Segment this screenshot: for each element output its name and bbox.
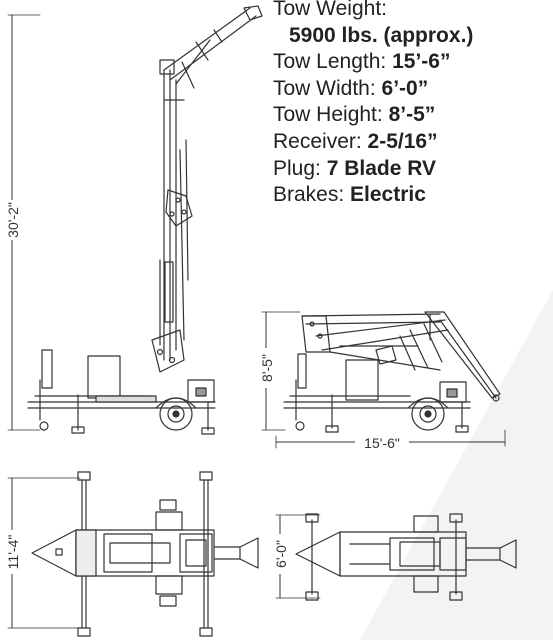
receiver-value: 2-5/16” [367, 129, 438, 153]
plug-value: 7 Blade RV [326, 156, 437, 180]
extended-side-view: 30'-2" [4, 5, 263, 435]
plug-row: Plug: 7 Blade RV [273, 156, 473, 183]
tow-length-row: Tow Length: 15’-6” [273, 49, 473, 76]
tow-length-label: Tow Length: [273, 50, 393, 74]
tow-width-value: 6’-0” [381, 76, 429, 100]
stowed-top-view: 6'-0" [272, 513, 517, 601]
brakes-row: Brakes: Electric [273, 182, 473, 209]
spec-list: Tow Weight: 5900 lbs. (approx.) Tow Leng… [273, 0, 473, 209]
stowed-width-label: 6'-0" [273, 540, 289, 568]
brakes-label: Brakes: [273, 183, 351, 207]
tow-height-label: Tow Height: [273, 103, 389, 127]
tow-length-value: 15’-6” [392, 50, 451, 74]
plug-label: Plug: [273, 156, 327, 180]
stowed-length-label: 15'-6" [364, 435, 400, 451]
extended-width-label: 11'-4" [5, 535, 21, 570]
tow-weight-value-row: 5900 lbs. (approx.) [273, 23, 473, 50]
extended-top-view: 11'-4" [4, 471, 259, 637]
tow-height-value: 8’-5” [388, 103, 436, 127]
brakes-value: Electric [350, 183, 426, 207]
receiver-label: Receiver: [273, 129, 368, 153]
tow-weight-label: Tow Weight: [273, 0, 387, 20]
stowed-height-label: 8'-5" [259, 354, 275, 382]
tow-width-row: Tow Width: 6’-0” [273, 76, 473, 103]
tow-weight-value: 5900 lbs. (approx.) [289, 23, 474, 47]
tow-height-row: Tow Height: 8’-5” [273, 102, 473, 129]
tow-width-label: Tow Width: [273, 76, 382, 100]
tow-weight-row: Tow Weight: [273, 0, 473, 23]
stowed-side-view: 8'-5" 15'-6" [258, 311, 506, 451]
receiver-row: Receiver: 2-5/16” [273, 129, 473, 156]
extended-height-label: 30'-2" [5, 202, 21, 238]
